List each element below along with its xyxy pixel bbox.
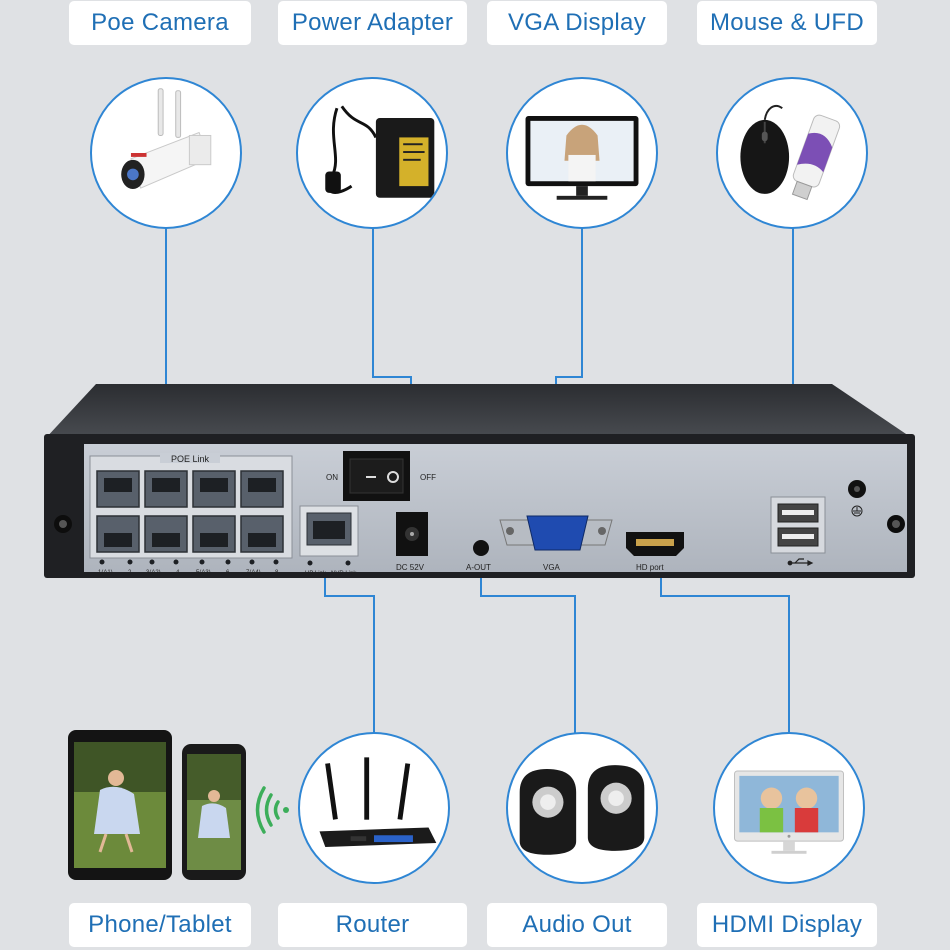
router-circle xyxy=(298,732,450,884)
poe-link-label: POE Link xyxy=(171,454,210,464)
port-number-2: 2 xyxy=(128,570,132,576)
speakers-circle xyxy=(506,732,658,884)
uplink-label: UP Link xyxy=(305,571,327,577)
port-number-5: 5(A3) xyxy=(196,570,211,576)
label-phone-tablet: Phone/Tablet xyxy=(69,903,251,947)
nvrlink-label: NVR Link xyxy=(331,571,357,577)
label-poe-camera: Poe Camera xyxy=(69,1,251,45)
aout-label: A-OUT xyxy=(466,563,491,572)
speakers-icon xyxy=(519,765,645,855)
vga-display-circle xyxy=(506,77,658,229)
label-mouse-ufd: Mouse & UFD xyxy=(697,1,877,45)
label-router: Router xyxy=(278,903,467,947)
vga-label: VGA xyxy=(543,563,561,572)
port-number-7: 7(A4) xyxy=(246,570,261,576)
vga-display-icon xyxy=(525,116,639,200)
label-hdmi-display: HDMI Display xyxy=(697,903,877,947)
dc-label: DC 52V xyxy=(396,563,425,572)
hdmi-label: HD port xyxy=(636,563,664,572)
port-number-4: 4 xyxy=(176,570,180,576)
ground-icon xyxy=(851,505,863,517)
hdmi-monitor-icon xyxy=(733,770,845,854)
phone-icon xyxy=(182,744,246,880)
label-power-adapter: Power Adapter xyxy=(278,1,467,45)
power-adapter-circle xyxy=(296,77,448,229)
mouse-ufd-icon xyxy=(740,104,841,201)
label-vga-display: VGA Display xyxy=(487,1,667,45)
hdmi-display-circle xyxy=(713,732,865,884)
port-number-1: 1(A1) xyxy=(98,570,113,576)
port-number-3: 3(A2) xyxy=(146,570,161,576)
poe-camera-icon xyxy=(121,88,212,190)
phone-tablet-group xyxy=(68,730,289,880)
wifi-icon xyxy=(255,786,289,834)
tablet-icon xyxy=(68,730,172,880)
label-audio-out: Audio Out xyxy=(487,903,667,947)
mouse-ufd-circle xyxy=(716,77,868,229)
router-icon xyxy=(319,757,437,847)
port-number-8: 8 xyxy=(275,570,279,576)
switch-on-label: ON xyxy=(326,473,338,482)
poe-camera-circle xyxy=(90,77,242,229)
switch-off-label: OFF xyxy=(420,473,436,482)
port-number-6: 6 xyxy=(226,570,230,576)
power-adapter-icon xyxy=(325,105,435,198)
usb-icon xyxy=(787,558,814,566)
